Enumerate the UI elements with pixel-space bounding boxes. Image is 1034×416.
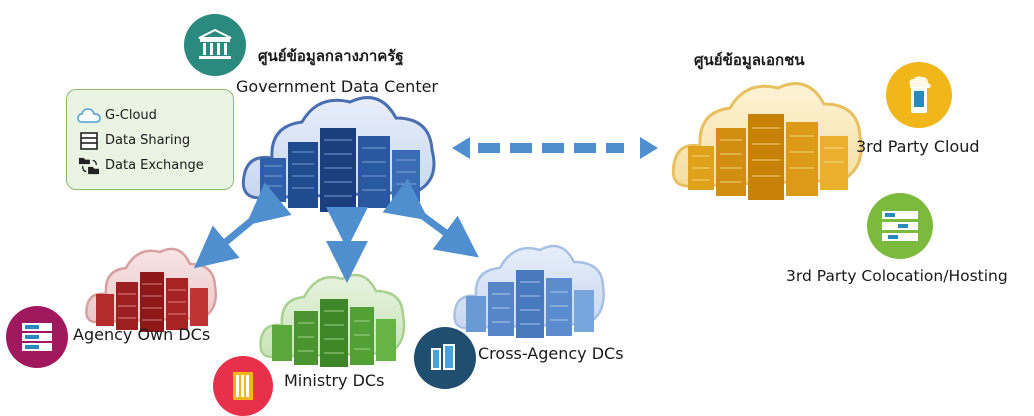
ministry-server-icon [213,356,273,416]
arrow-gov-cross-agency [382,178,479,258]
government-building-icon [184,14,246,76]
arrow-gov-private-dashed [452,137,658,159]
database-icon [80,132,98,150]
services-legend: G-Cloud Data Sharing Data Exchange [66,89,234,190]
third-party-colocation-label: 3rd Party Colocation/Hosting [786,267,1008,285]
third-party-cloud-label: 3rd Party Cloud [856,137,980,156]
agency-server-icon [6,306,68,368]
cross-agency-dc-cloud [453,244,605,338]
folder-exchange-icon [79,157,99,175]
legend-item-data-sharing: Data Sharing [77,132,190,150]
cloud-icon [77,108,101,123]
private-title-th: ศูนย์ข้อมูลเอกชน [694,51,805,69]
ministry-dc-label: Ministry DCs [284,371,385,390]
agency-own-dc-label: Agency Own DCs [73,325,211,344]
arrow-gov-agency [193,182,292,269]
mobile-cloud-icon [886,62,952,128]
legend-item-g-cloud: G-Cloud [77,108,157,123]
server-rack-icon [867,193,933,259]
ministry-dc-cloud [259,273,406,367]
government-title-th: ศูนย์ข้อมูลกลางภาครัฐ [258,47,404,65]
cross-agency-server-icon [414,327,476,389]
cross-agency-dc-label: Cross-Agency DCs [478,344,624,363]
legend-item-data-exchange: Data Exchange [77,157,204,175]
private-data-center-cloud [671,82,863,200]
government-title-en: Government Data Center [236,77,439,96]
agency-own-dc-cloud [85,247,217,332]
